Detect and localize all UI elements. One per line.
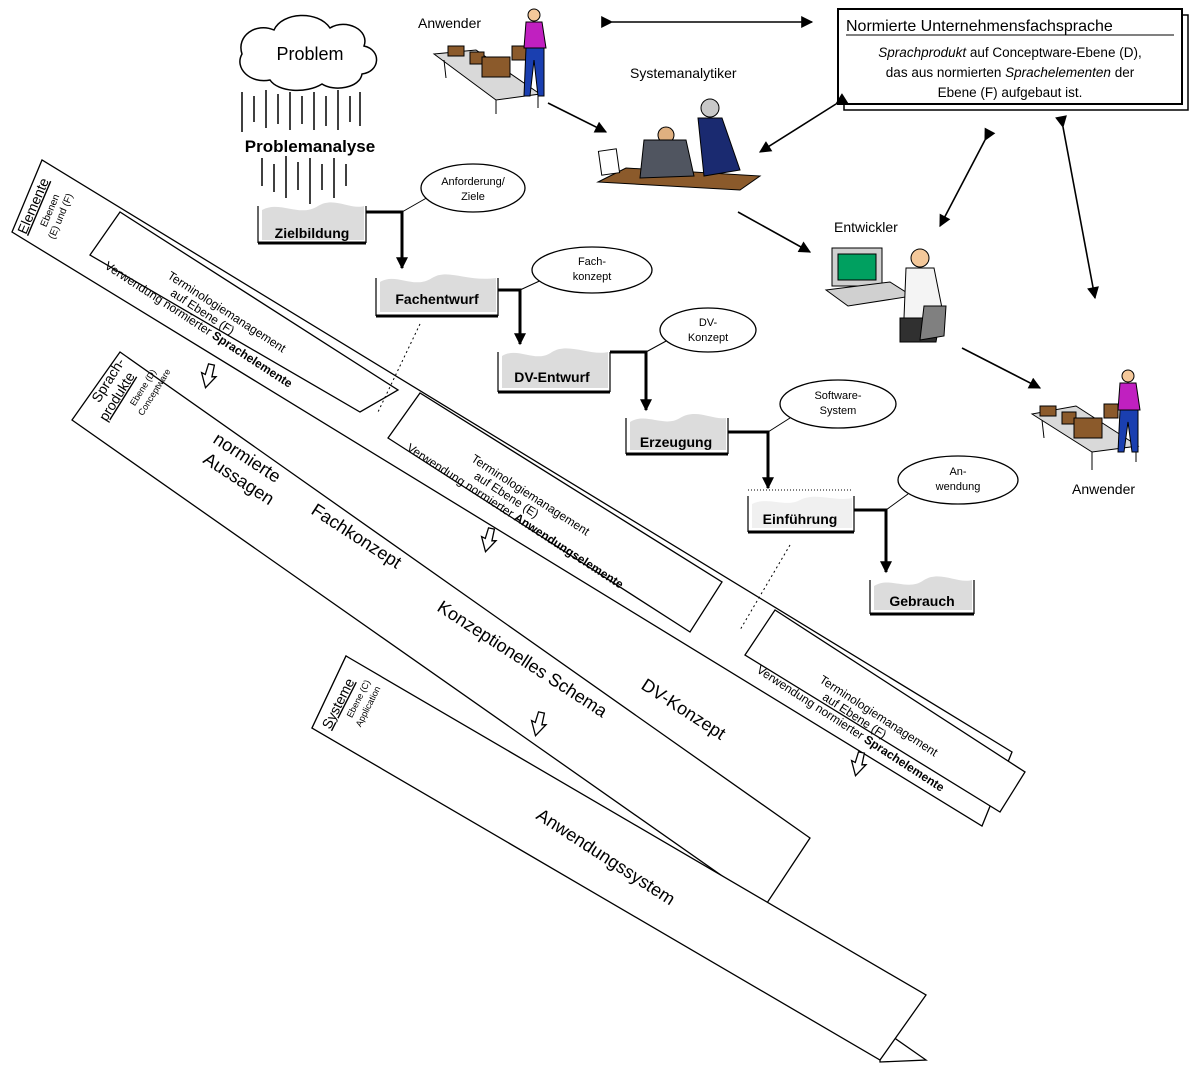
actor-label-entwickler: Entwickler xyxy=(834,219,898,235)
band-sprachprodukte: Sprach- produkte Ebene (D) Conceptware xyxy=(71,351,811,907)
problemanalyse-label: Problemanalyse xyxy=(245,137,375,156)
output-anwendung-1: An- xyxy=(949,466,966,478)
hollow-arrow-icon xyxy=(530,711,548,738)
actor-label-anwender-top: Anwender xyxy=(418,15,481,31)
phase-label-zielbildung: Zielbildung xyxy=(275,225,350,241)
output-anforderung-2: Ziele xyxy=(461,191,485,203)
phase-gebrauch: Gebrauch xyxy=(869,576,975,616)
phase-label-erzeugung: Erzeugung xyxy=(640,434,712,450)
phase-label-einfuehrung: Einführung xyxy=(763,511,838,527)
phase-label-fachentwurf: Fachentwurf xyxy=(395,291,479,307)
dotted-separators xyxy=(377,323,791,631)
phase-label-gebrauch: Gebrauch xyxy=(889,593,954,609)
actor-label-systemanalytiker: Systemanalytiker xyxy=(630,65,737,81)
terminology-box-3: Terminologiemanagement auf Ebene (F) Ver… xyxy=(744,609,1026,813)
standard-language-box: Normierte Unternehmensfachsprache Sprach… xyxy=(837,8,1189,111)
output-ellipses: Anforderung/ Ziele Fach- konzept DV- Kon… xyxy=(401,163,1019,511)
output-fachkonzept-1: Fach- xyxy=(578,256,606,268)
actor-arrows xyxy=(547,16,1099,389)
developer-figure xyxy=(824,247,947,343)
output-fachkonzept-2: konzept xyxy=(573,271,612,283)
phase-zielbildung: Zielbildung xyxy=(257,202,367,245)
problem-label: Problem xyxy=(276,44,343,64)
standard-language-line3: Ebene (F) aufgebaut ist. xyxy=(938,85,1083,100)
standard-language-line2: das aus normierten Sprachelementen der xyxy=(886,65,1135,80)
standard-language-line1: Sprachprodukt auf Conceptware-Ebene (D), xyxy=(878,45,1141,60)
phase-erzeugung: Erzeugung xyxy=(625,413,729,456)
phase-einfuehrung: Einführung xyxy=(747,489,855,534)
worker-figure-top xyxy=(432,8,547,114)
output-dvkonzept-2: Konzept xyxy=(688,332,728,344)
hollow-down-arrows xyxy=(200,363,868,778)
hollow-arrow-icon xyxy=(480,527,498,554)
phase-dv-entwurf: DV-Entwurf xyxy=(497,348,611,394)
phase-label-dv-entwurf: DV-Entwurf xyxy=(514,369,590,385)
standard-language-title: Normierte Unternehmensfachsprache xyxy=(846,18,1113,35)
band-systeme: Systeme Ebene (C) Application xyxy=(311,655,928,1063)
hollow-arrow-icon xyxy=(850,751,868,778)
actor-label-anwender-right: Anwender xyxy=(1072,481,1135,497)
output-software-1: Software- xyxy=(814,390,861,402)
output-dvkonzept-1: DV- xyxy=(699,317,718,329)
analyst-figure xyxy=(596,98,762,191)
output-anwendung-2: wendung xyxy=(935,481,981,493)
worker-figure-right xyxy=(1030,369,1141,470)
output-anforderung-1: Anforderung/ xyxy=(441,176,506,188)
hollow-arrow-icon xyxy=(200,363,218,390)
rain-lines xyxy=(241,90,361,204)
output-software-2: System xyxy=(820,405,857,417)
problem-cloud: Problem xyxy=(239,14,378,92)
phase-fachentwurf: Fachentwurf xyxy=(375,274,499,318)
